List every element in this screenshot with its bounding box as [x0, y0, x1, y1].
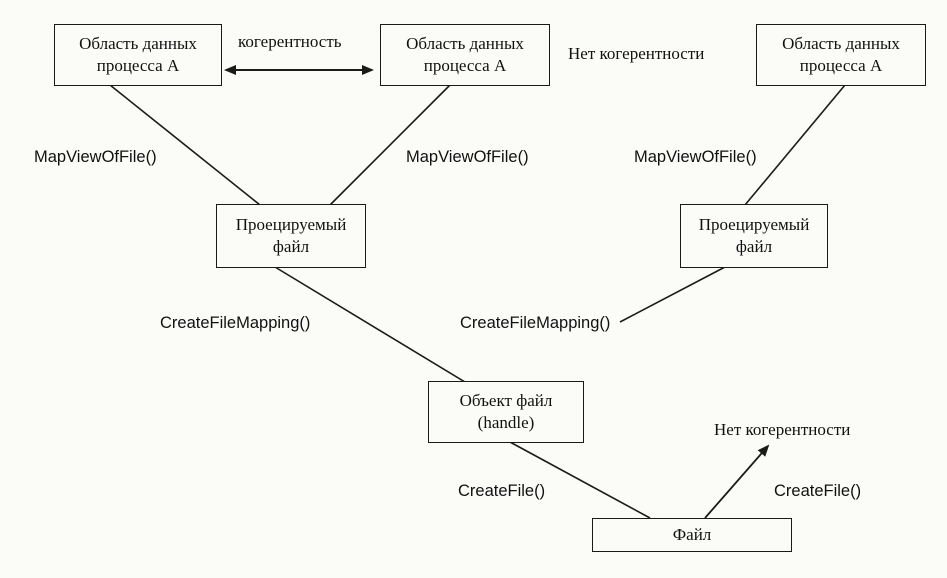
connector-mapped-file-1-to-file-object: [274, 266, 466, 383]
file-box: Файл: [592, 518, 792, 552]
file-box-label: Файл: [672, 525, 712, 544]
create-file-label-2: CreateFile(): [774, 482, 862, 500]
arrow-file-to-no-coherence: [704, 444, 770, 519]
map-view-of-file-label-2: MapViewOfFile(): [406, 148, 529, 166]
mapped-file-box-2-line-2: файл: [735, 237, 773, 256]
data-area-box-3-line-1: Область данных: [782, 34, 900, 53]
file-object-box-line-1: Объект файл: [459, 391, 553, 410]
connector-file-object-to-file: [509, 441, 651, 519]
file-object-box-line-2: (handle): [477, 413, 535, 432]
data-area-box-1-line-1: Область данных: [79, 34, 197, 53]
data-area-box-3: Область данных процесса А: [756, 24, 926, 86]
no-coherence-label-top: Нет когерентности: [568, 44, 705, 63]
mapped-file-box-2: Проецируемый файл: [680, 204, 828, 268]
create-file-mapping-label-2: CreateFileMapping(): [460, 314, 611, 332]
connector-data-area-2-to-mapped-file-1: [329, 84, 451, 206]
connector-data-area-3-to-mapped-file-2: [744, 84, 846, 206]
coherence-label: когерентность: [238, 32, 342, 51]
mapped-file-box-1-line-1: Проецируемый: [235, 215, 347, 234]
data-area-box-2: Область данных процесса А: [380, 24, 550, 86]
connector-mapped-file-2-to-file-object: [619, 266, 726, 323]
data-area-box-2-line-1: Область данных: [406, 34, 524, 53]
connector-data-area-1-to-mapped-file-1: [109, 84, 261, 206]
mapped-file-box-2-line-1: Проецируемый: [698, 215, 810, 234]
map-view-of-file-label-1: MapViewOfFile(): [34, 148, 157, 166]
file-object-box: Объект файл (handle): [428, 381, 584, 443]
mapped-file-box-1: Проецируемый файл: [216, 204, 366, 268]
create-file-label-1: CreateFile(): [458, 482, 546, 500]
no-coherence-label-bottom: Нет когерентности: [714, 420, 851, 439]
data-area-box-1: Область данных процесса А: [54, 24, 222, 86]
map-view-of-file-label-3: MapViewOfFile(): [634, 148, 757, 166]
create-file-mapping-label-1: CreateFileMapping(): [160, 314, 311, 332]
data-area-box-2-line-2: процесса А: [423, 56, 507, 75]
mapped-file-box-1-line-2: файл: [272, 237, 310, 256]
data-area-box-1-line-2: процесса А: [96, 56, 180, 75]
data-area-box-3-line-2: процесса А: [799, 56, 883, 75]
